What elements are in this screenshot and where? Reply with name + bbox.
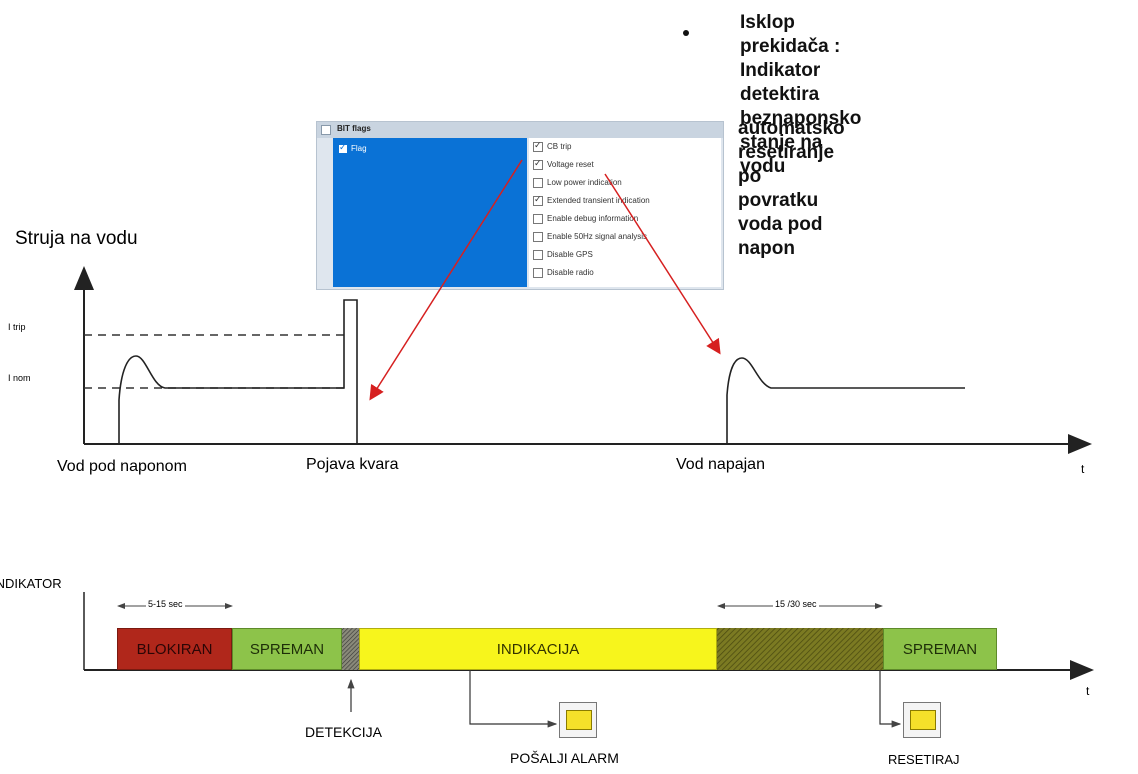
- duration-label-2: 15 /30 sec: [773, 599, 819, 609]
- send-alarm-label: POŠALJI ALARM: [510, 750, 619, 766]
- reset-connector: [879, 670, 902, 728]
- segment-hatch-wait: [717, 628, 883, 670]
- checkbox[interactable]: [533, 232, 543, 242]
- segment-ready-1: SPREMAN: [232, 628, 342, 670]
- option-label: Disable GPS: [547, 250, 593, 260]
- bullet-2-line-1: automatsko resetiranje po povratku: [738, 118, 845, 211]
- current-waveform-1: [118, 299, 358, 444]
- event-label-fault: Pojava kvara: [306, 456, 399, 473]
- option-extended-transient[interactable]: Extended transient indication: [533, 194, 650, 206]
- flag-selection[interactable]: Flag: [333, 138, 527, 287]
- checkbox[interactable]: [533, 214, 543, 224]
- option-low-power[interactable]: Low power indication: [533, 178, 622, 188]
- option-disable-gps[interactable]: Disable GPS: [533, 250, 593, 260]
- flag-label: Flag: [351, 144, 367, 153]
- checkbox[interactable]: [533, 158, 543, 170]
- bullet-2-line-2: voda pod napon: [738, 214, 823, 259]
- i-nom-label: I nom: [8, 373, 31, 383]
- collapse-icon[interactable]: [321, 125, 331, 135]
- flag-item[interactable]: Flag: [339, 142, 367, 153]
- bullet-dot-1: [683, 30, 689, 36]
- event-label-energized: Vod pod naponom: [57, 458, 187, 475]
- option-label: CB trip: [547, 142, 572, 152]
- i-trip-label: I trip: [8, 322, 26, 332]
- option-disable-radio[interactable]: Disable radio: [533, 268, 594, 278]
- bullet-2: automatsko resetiranje po povratku voda …: [738, 117, 845, 261]
- bullet-1-line-2: detektira beznaponsko stanje na: [740, 84, 862, 153]
- bullet-1-line-3: vodu: [740, 156, 786, 177]
- option-label: Enable debug information: [547, 214, 639, 224]
- segment-hatch-detect: [342, 628, 359, 670]
- envelope-icon: [910, 710, 936, 730]
- checkbox[interactable]: [533, 268, 543, 278]
- option-label: Disable radio: [547, 268, 594, 278]
- reset-envelope-icon: [903, 702, 941, 738]
- option-label: Enable 50Hz signal analysis: [547, 232, 648, 242]
- envelope-icon: [566, 710, 592, 730]
- detection-label: DETEKCIJA: [305, 724, 383, 740]
- checkbox[interactable]: [533, 250, 543, 260]
- option-debug[interactable]: Enable debug information: [533, 214, 638, 224]
- y-axis-label: Struja na vodu: [15, 228, 138, 249]
- options-list: CB trip Voltage reset Low power indicati…: [529, 138, 721, 287]
- send-alarm-envelope-icon: [559, 702, 597, 738]
- bullet-1: Isklop prekidača : Indikator detektira b…: [740, 11, 861, 179]
- option-label: Extended transient indication: [547, 196, 650, 206]
- timeline-x-label: t: [1086, 684, 1090, 698]
- option-label: Voltage reset: [547, 160, 594, 170]
- bullet-1-line-1: Isklop prekidača : Indikator: [740, 12, 841, 81]
- flag-checkbox[interactable]: [339, 142, 347, 153]
- reset-label: RESETIRAJ: [888, 752, 960, 767]
- indicator-label: INDIKATOR: [0, 576, 62, 591]
- panel-header: BIT flags: [317, 122, 723, 138]
- segment-blocked: BLOKIRAN: [117, 628, 232, 670]
- segment-ready-2: SPREMAN: [883, 628, 997, 670]
- red-arrow-fault: [369, 159, 523, 401]
- segment-indication: INDIKACIJA: [359, 628, 717, 670]
- indicator-timeline: [83, 592, 1094, 728]
- bit-flags-panel: BIT flags Flag CB trip Voltage reset Low…: [316, 121, 724, 290]
- red-arrow-reset: [604, 173, 721, 355]
- option-label: Low power indication: [547, 178, 622, 188]
- duration-label-1: 5-15 sec: [146, 599, 185, 609]
- panel-title: BIT flags: [337, 124, 371, 133]
- checkbox[interactable]: [533, 194, 543, 206]
- option-cb-trip[interactable]: CB trip: [533, 140, 572, 152]
- current-waveform-2: [726, 357, 965, 444]
- option-voltage-reset[interactable]: Voltage reset: [533, 158, 594, 170]
- alarm-connector: [469, 670, 558, 728]
- current-graph: [74, 159, 1092, 454]
- option-50hz[interactable]: Enable 50Hz signal analysis: [533, 232, 647, 242]
- checkbox[interactable]: [533, 140, 543, 152]
- checkbox[interactable]: [533, 178, 543, 188]
- event-label-restored: Vod napajan: [676, 456, 765, 473]
- x-axis-label: t: [1081, 462, 1085, 476]
